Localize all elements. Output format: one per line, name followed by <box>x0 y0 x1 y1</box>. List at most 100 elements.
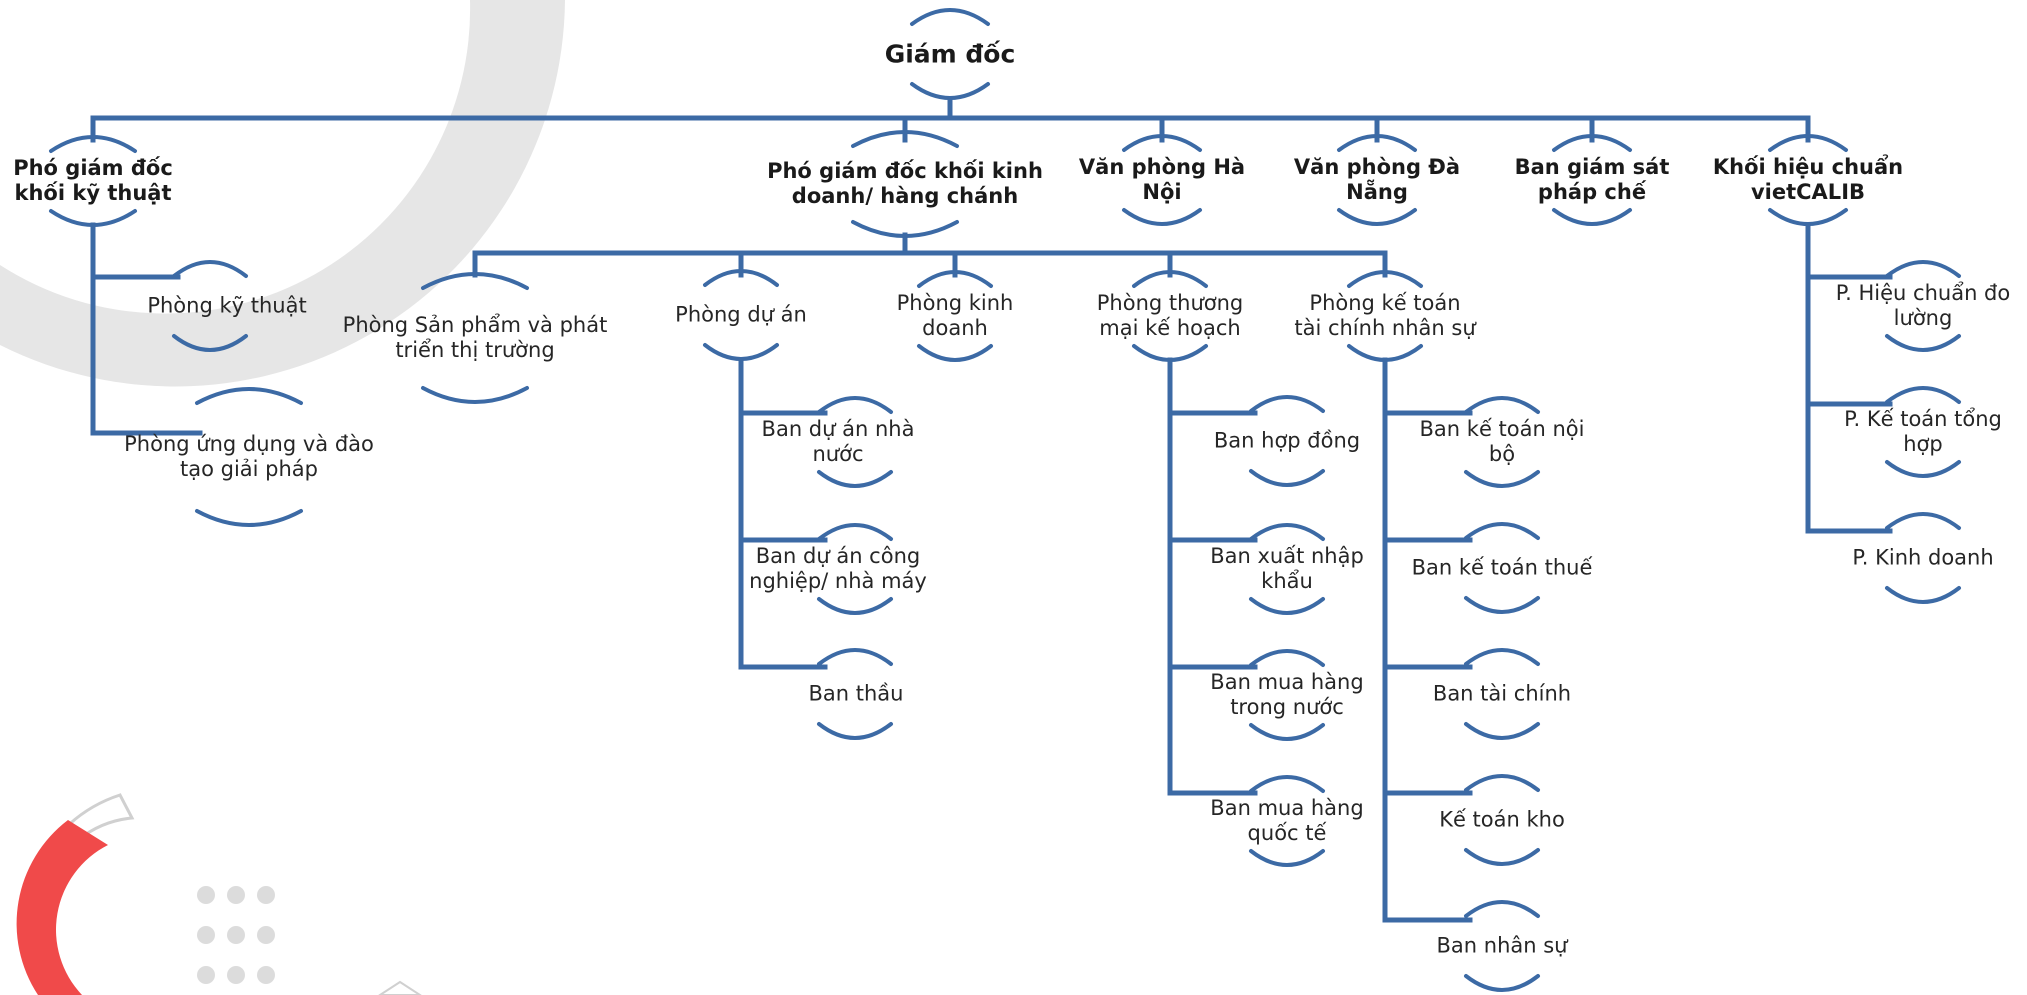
node-label-line: nước <box>812 442 864 466</box>
node-arc-top <box>1249 649 1325 667</box>
node-arc-bottom <box>1249 597 1325 615</box>
node-arc-top <box>917 270 993 288</box>
node-giam-doc: Giám đốc <box>885 42 1016 67</box>
node-label-line: Giám đốc <box>884 39 1016 69</box>
node-arc-top <box>1885 386 1961 404</box>
node-arc-bottom <box>851 220 959 238</box>
dot-decoration <box>227 926 245 944</box>
node-label-line: Văn phòng Đà <box>1293 155 1461 179</box>
node-arc-bottom <box>1885 586 1961 604</box>
node-arc-bottom <box>421 386 529 404</box>
node-arc-top <box>703 269 779 287</box>
node-trade-contract: Ban hợp đồng <box>1214 429 1360 454</box>
dot-decoration <box>197 926 215 944</box>
node-label-line: Phòng kinh <box>896 291 1014 315</box>
node-arc-bottom <box>1347 344 1423 362</box>
node-arc-top <box>1464 900 1540 918</box>
node-arc-bottom <box>49 209 137 227</box>
node-arc-top <box>1464 648 1540 666</box>
node-arc-bottom <box>1464 722 1540 740</box>
dot-decoration <box>227 886 245 904</box>
node-acc-tax: Ban kế toán thuế <box>1412 556 1593 581</box>
node-arc-bottom <box>910 82 990 100</box>
node-label-line: Nẵng <box>1346 180 1408 204</box>
node-arc-bottom <box>1768 208 1848 226</box>
node-label-line: Ban dự án công <box>755 544 921 568</box>
dot-decoration <box>197 966 215 984</box>
node-arc-top <box>1249 523 1325 541</box>
node-label-line: Phòng kế toán <box>1309 291 1461 315</box>
node-label-line: Nội <box>1142 180 1182 204</box>
node-arc-top <box>1552 134 1632 152</box>
triangle-decoration <box>378 980 422 995</box>
node-arc-top <box>1337 134 1417 152</box>
node-label-line: bộ <box>1488 442 1516 466</box>
node-label-line: Ban hợp đồng <box>1213 428 1361 453</box>
node-label-line: vietCALIB <box>1750 180 1866 204</box>
node-arc-top <box>910 8 990 26</box>
node-arc-top <box>1885 260 1961 278</box>
node-arc-top <box>851 130 959 148</box>
red-arc-decoration <box>16 820 109 995</box>
node-arc-top <box>817 523 893 541</box>
node-arc-bottom <box>1552 208 1632 226</box>
node-arc-bottom <box>1885 460 1961 478</box>
node-label-line: Văn phòng Hà <box>1078 155 1246 179</box>
node-arc-top <box>1464 396 1540 414</box>
background-decorations <box>0 0 565 995</box>
node-label-line: Phó giám đốc khối kinh <box>767 159 1043 183</box>
node-label-line: trong nước <box>1230 695 1344 719</box>
dot-decoration <box>257 926 275 944</box>
node-label-line: Khối hiệu chuẩn <box>1712 155 1904 179</box>
node-arc-top <box>1249 395 1325 413</box>
node-arc-top <box>172 260 248 278</box>
node-arc-bottom <box>703 343 779 361</box>
dot-decoration <box>257 886 275 904</box>
node-label-line: P. Kinh doanh <box>1852 545 1994 570</box>
node-label-line: Phòng kỹ thuật <box>147 293 307 318</box>
dot-decoration <box>227 966 245 984</box>
node-arc-bottom <box>1122 208 1202 226</box>
node-acc-finance: Ban tài chính <box>1433 682 1571 707</box>
node-label-line: khẩu <box>1261 569 1313 593</box>
node-arc-bottom <box>817 722 893 740</box>
node-arc-bottom <box>1885 334 1961 352</box>
node-label-line: Ban dự án nhà <box>761 417 915 441</box>
node-arc-top <box>1347 270 1423 288</box>
node-arc-bottom <box>1249 723 1325 741</box>
node-label-line: Phòng ứng dụng và đào <box>124 432 374 456</box>
node-label-line: lường <box>1893 306 1953 330</box>
node-label-line: Kế toán kho <box>1439 807 1565 832</box>
node-label-line: nghiệp/ nhà máy <box>749 569 927 593</box>
node-calib-sales: P. Kinh doanh <box>1852 546 1993 571</box>
node-arc-bottom <box>817 597 893 615</box>
node-label-line: Ban tài chính <box>1432 681 1572 706</box>
node-label-line: Ban kế toán thuế <box>1411 555 1593 580</box>
node-label-line: mại kế hoạch <box>1099 316 1241 340</box>
node-arc-bottom <box>1464 974 1540 992</box>
gray-arc-decoration <box>0 0 565 387</box>
node-arc-top <box>49 135 137 153</box>
node-label-line: hợp <box>1903 432 1943 456</box>
node-arc-top <box>1122 134 1202 152</box>
node-arc-top <box>195 387 303 405</box>
node-label-line: Ban nhân sự <box>1436 933 1568 958</box>
node-proj-bid: Ban thầu <box>809 682 904 707</box>
node-label-line: Phó giám đốc <box>13 156 173 180</box>
node-arc-bottom <box>1464 848 1540 866</box>
node-arc-top <box>817 648 893 666</box>
